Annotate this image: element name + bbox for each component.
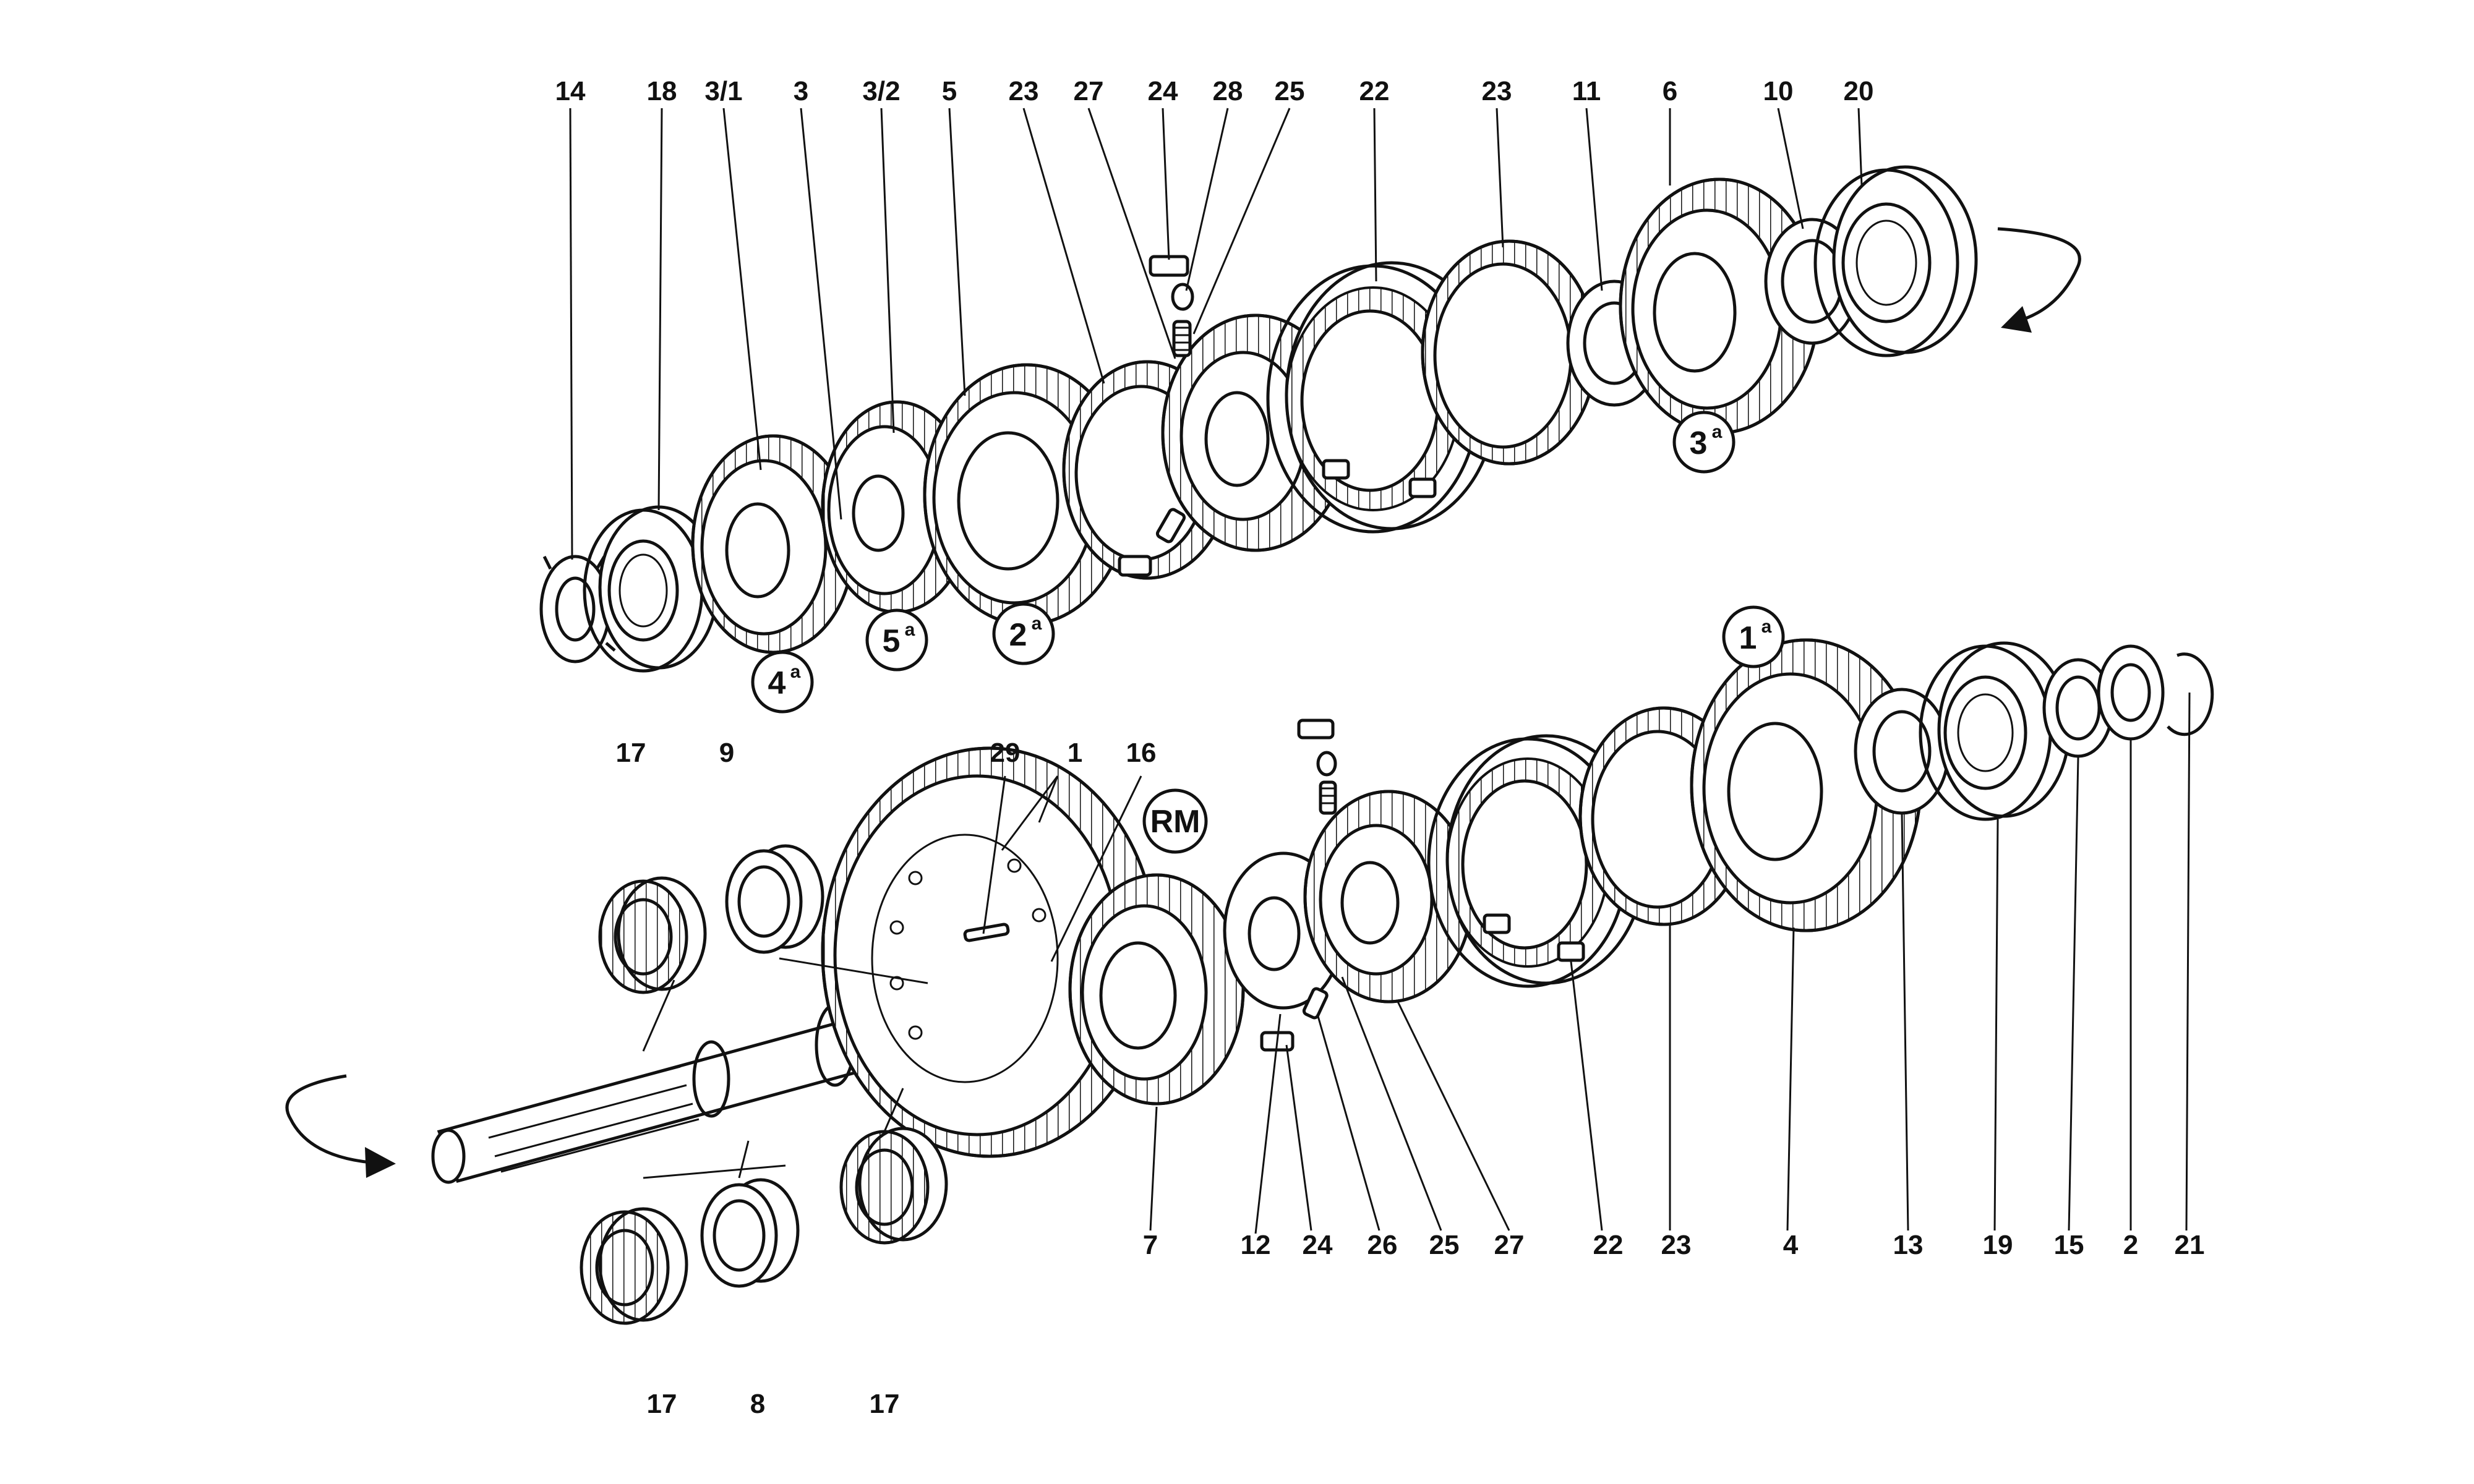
label-24-upper: 24 (1148, 76, 1178, 106)
part-3-1-gear (691, 434, 855, 654)
badge-5th-gear: 5 a (865, 608, 928, 672)
label-15: 15 (2054, 1230, 2084, 1260)
part-6-gear (1619, 177, 1820, 435)
part-22-sliding-sleeve-lower (1427, 734, 1647, 988)
part-18-bearing (583, 505, 719, 673)
label-23-lower: 23 (1661, 1230, 1692, 1260)
part-23-synchro-ring-b (1421, 239, 1598, 466)
label-25-upper: 25 (1275, 76, 1305, 106)
part-19-bearing (1919, 641, 2071, 821)
part-27-synchro-hub-lower (1303, 790, 1474, 1004)
label-4: 4 (1783, 1230, 1799, 1260)
label-9: 9 (719, 738, 734, 768)
lower-shaft-assembly (285, 638, 2214, 1325)
label-17-bottom-a: 17 (647, 1389, 677, 1419)
part-17-needle-bearing-b (580, 1207, 688, 1325)
part-2-lock-nut (2097, 644, 2165, 741)
label-5: 5 (942, 76, 957, 106)
svg-text:a: a (1712, 422, 1723, 442)
label-8: 8 (750, 1389, 765, 1419)
part-8-bushing (700, 1178, 800, 1288)
gear-badges: 4 a 5 a 2 a 3 a 1 a RM (751, 411, 1785, 854)
label-23-upper-a: 23 (1009, 76, 1039, 106)
badge-2nd-gear: 2 a (992, 602, 1055, 665)
svg-text:1: 1 (1739, 620, 1757, 656)
label-3-1: 3/1 (704, 76, 742, 106)
part-24-28-25-detent-set (1118, 255, 1194, 577)
label-27-lower: 27 (1494, 1230, 1525, 1260)
part-7-gear (1068, 873, 1245, 1106)
label-27-upper: 27 (1074, 76, 1104, 106)
label-29: 29 (990, 738, 1021, 768)
label-17-bottom-b: 17 (870, 1389, 900, 1419)
label-12: 12 (1241, 1230, 1271, 1260)
leader-lines (569, 108, 2191, 1234)
label-22-lower: 22 (1593, 1230, 1624, 1260)
part-17-needle-bearing-a (598, 876, 707, 994)
label-22-upper: 22 (1359, 76, 1390, 106)
svg-text:2: 2 (1009, 617, 1027, 653)
part-4-gear (1690, 638, 1922, 932)
upper-shaft-assembly (539, 165, 2081, 673)
label-25-lower: 25 (1429, 1230, 1460, 1260)
svg-text:3: 3 (1690, 425, 1708, 461)
label-3: 3 (794, 76, 808, 106)
label-3-2: 3/2 (862, 76, 900, 106)
lower-top-labels: 17 9 29 1 16 (616, 738, 1157, 768)
rotation-arrow-upper-icon (1997, 227, 2081, 333)
part-13-washer (1854, 688, 1950, 815)
svg-text:a: a (1761, 616, 1772, 637)
label-7: 7 (1143, 1230, 1158, 1260)
part-9-bushing (725, 844, 824, 954)
label-11: 11 (1572, 76, 1601, 106)
label-24-lower: 24 (1303, 1230, 1333, 1260)
badge-3rd-gear: 3 a (1672, 411, 1736, 474)
label-16: 16 (1126, 738, 1157, 768)
badge-4th-gear: 4 a (751, 650, 814, 714)
part-21-circlip (2167, 652, 2214, 736)
label-13: 13 (1893, 1230, 1924, 1260)
lower-bottom-labels: 17 8 17 7 12 24 26 25 27 22 23 4 13 19 1… (647, 1230, 2205, 1419)
svg-text:a: a (1032, 613, 1042, 634)
svg-text:4: 4 (768, 665, 786, 701)
label-23-upper-b: 23 (1482, 76, 1512, 106)
label-28: 28 (1213, 76, 1243, 106)
label-10: 10 (1763, 76, 1794, 106)
label-26: 26 (1368, 1230, 1398, 1260)
svg-text:5: 5 (883, 623, 901, 659)
label-6: 6 (1663, 76, 1677, 106)
label-14: 14 (555, 76, 586, 106)
label-2: 2 (2123, 1230, 2138, 1260)
svg-text:a: a (790, 662, 801, 682)
svg-text:a: a (905, 620, 915, 640)
label-20: 20 (1844, 76, 1874, 106)
label-18: 18 (647, 76, 677, 106)
part-17-needle-bearing-c (839, 1127, 948, 1245)
label-1: 1 (1068, 738, 1082, 768)
part-20-bearing (1813, 165, 1978, 357)
upper-labels: 14 18 3/1 3 3/2 5 23 27 24 28 25 22 23 1… (555, 76, 1874, 106)
svg-text:RM: RM (1150, 804, 1201, 840)
badge-reverse-gear: RM (1142, 788, 1208, 854)
badge-1st-gear: 1 a (1722, 605, 1785, 668)
label-21: 21 (2175, 1230, 2205, 1260)
label-17-top: 17 (616, 738, 646, 768)
rotation-arrow-lower-icon (285, 1074, 396, 1178)
label-19: 19 (1983, 1230, 2013, 1260)
